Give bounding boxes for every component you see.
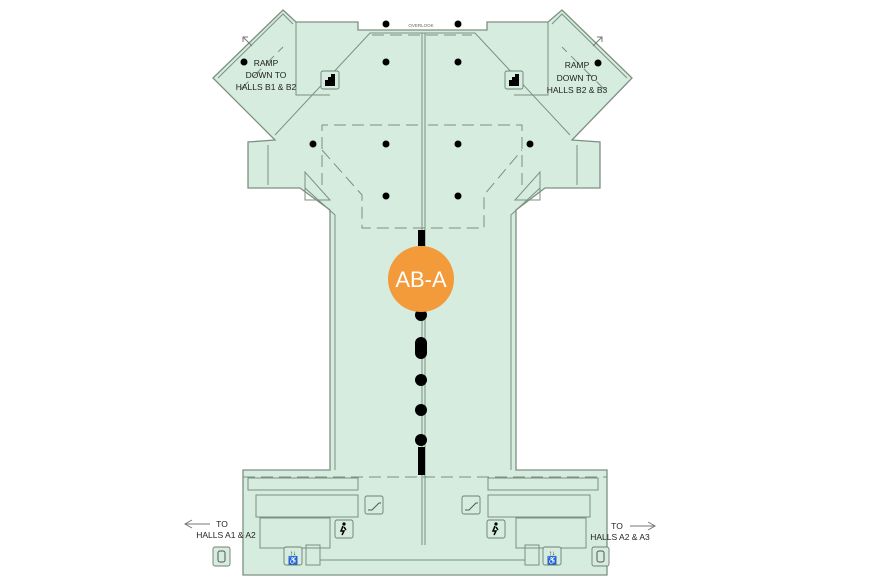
fire-extinguisher-icon [212,546,231,567]
svg-text:♿: ♿ [547,555,557,565]
svg-text:♿: ♿ [288,555,298,565]
arrow-up-right-icon [592,36,603,47]
svg-text:↑↓: ↑↓ [290,551,296,557]
ramp-left-line3: HALLS B1 & B2 [236,82,297,92]
overlook-label: OVERLOOK [408,23,433,28]
columns [240,20,602,475]
stairs-icon [320,70,340,90]
arrow-left-icon [183,519,210,529]
elevator-icon: ↑↓ ♿ [283,546,303,566]
exit-left-line2: HALLS A1 & A2 [196,530,256,540]
exit-left-line1: TO [216,519,228,529]
arrow-up-left-icon [242,36,253,47]
exit-right-line2: HALLS A2 & A3 [590,532,650,542]
svg-text:↑↓: ↑↓ [549,551,555,557]
walking-stairs-icon [486,519,506,539]
arrow-right-icon [630,521,657,531]
ramp-left-line2: DOWN TO [246,70,287,80]
exit-right-line1: TO [611,521,623,531]
dashed-boundaries [239,34,607,478]
escalator-icon [364,495,384,515]
walking-stairs-icon [334,519,354,539]
escalator-icon [461,495,481,515]
ramp-left-line1: RAMP [254,58,279,68]
you-are-here-marker[interactable]: AB-A [388,246,454,312]
elevator-icon: ↑↓ ♿ [542,546,562,566]
ramp-right-line2: DOWN TO [557,73,598,83]
fire-extinguisher-icon [591,546,610,567]
ramp-right-line3: HALLS B2 & B3 [547,85,608,95]
ramp-right-line1: RAMP [565,60,590,70]
marker-label: AB-A [395,267,447,292]
stairs-icon [504,70,524,90]
